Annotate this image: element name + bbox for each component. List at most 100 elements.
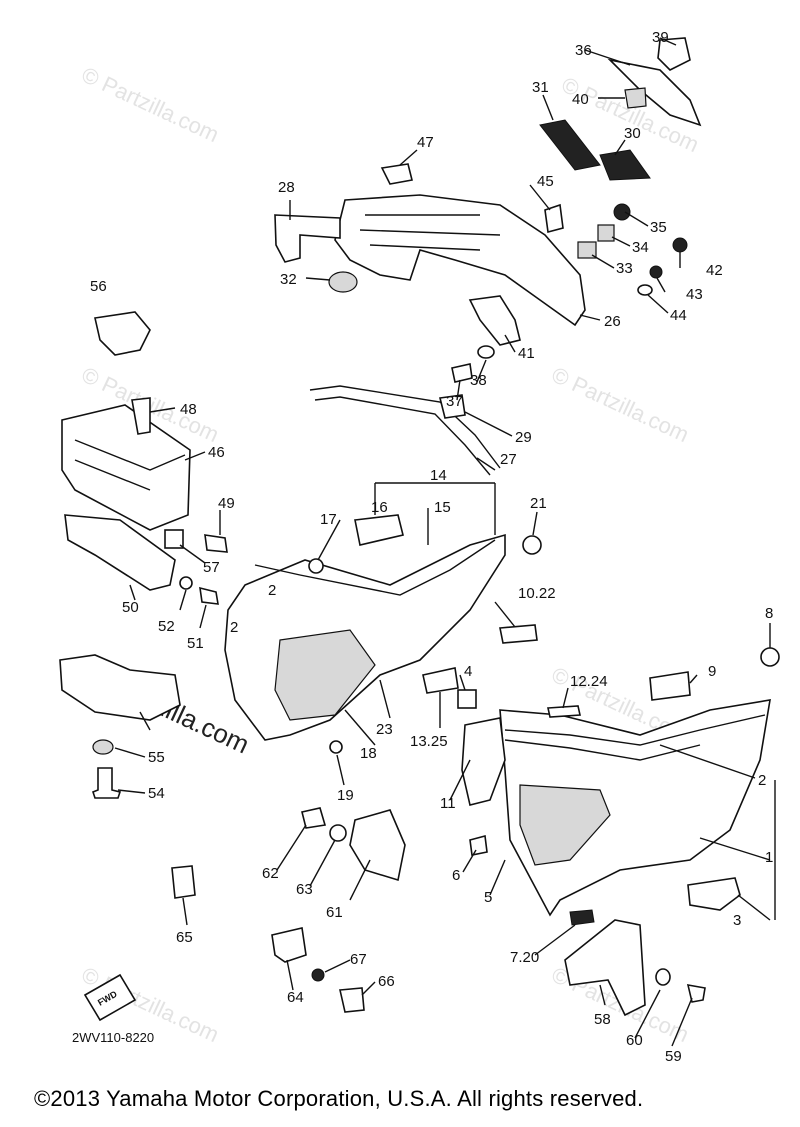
part-label-46: 46: [208, 444, 225, 461]
part-label-30: 30: [624, 125, 641, 142]
bolt-62-shape: [301, 807, 327, 829]
part-29-shape: [439, 394, 466, 419]
stay-27-shape: [309, 385, 501, 476]
bolt-51-shape: [199, 586, 219, 605]
part-label-8: 8: [765, 605, 773, 622]
part-label-4: 4: [464, 663, 472, 680]
bolt-42-shape: [672, 237, 688, 253]
part-label-38: 38: [470, 372, 487, 389]
part-label-52: 52: [158, 618, 175, 635]
box-46-lines: [74, 439, 186, 491]
part-label-19: 19: [337, 787, 354, 804]
spring-43-shape: [649, 265, 663, 279]
part-label-47: 47: [417, 134, 434, 151]
emblem-13-shape: [422, 667, 459, 694]
part-label-59: 59: [665, 1048, 682, 1065]
left-side-cover-shape: [224, 533, 506, 741]
part-label-43: 43: [686, 286, 703, 303]
panel-insert-shape: [274, 629, 376, 721]
part-label-31: 31: [532, 79, 549, 96]
part-label-9: 9: [708, 663, 716, 680]
part-label-12-24: 12.24: [570, 673, 608, 690]
part-label-51: 51: [187, 635, 204, 652]
bolt-59-shape: [686, 984, 706, 1003]
part-label-6: 6: [452, 867, 460, 884]
part-label-21: 21: [530, 495, 547, 512]
part-label-16: 16: [371, 499, 388, 516]
part-40-shape: [624, 87, 647, 109]
part-label-61: 61: [326, 904, 343, 921]
diagram-code: 2WV110-8220: [72, 1030, 155, 1045]
part-label-11: 11: [440, 795, 456, 812]
part-label-7-20: 7.20: [510, 949, 539, 966]
part-label-42: 42: [706, 262, 723, 279]
part-label-33: 33: [616, 260, 633, 277]
part-label-62: 62: [262, 865, 279, 882]
nut-55-shape: [92, 739, 114, 755]
screw-19-shape: [329, 740, 343, 754]
part-label-10-22: 10.22: [518, 585, 556, 602]
grommet-8-shape: [760, 647, 780, 667]
fwd-arrow-icon: [83, 973, 137, 1022]
right-cover-trim: [504, 714, 766, 761]
emblem-12-shape: [547, 705, 581, 718]
bolt-37-shape: [451, 363, 473, 383]
part-label-32: 32: [280, 271, 297, 288]
part-label-66: 66: [378, 973, 395, 990]
part-label-58: 58: [594, 1011, 611, 1028]
part-label-34: 34: [632, 239, 649, 256]
grommet-32-shape: [328, 271, 358, 293]
part-label-67: 67: [350, 951, 367, 968]
bolt-66-shape: [339, 987, 365, 1013]
bracket-41-shape: [468, 295, 521, 346]
bolt-54-shape: [92, 767, 122, 799]
right-panel-insert: [519, 784, 611, 866]
stay-27-fill: [319, 388, 498, 472]
part-label-48: 48: [180, 401, 197, 418]
grab-bar-shape: [274, 214, 341, 263]
emblem-16-shape: [354, 514, 404, 546]
rail-31-shape: [539, 119, 601, 171]
part-label-56: 56: [90, 278, 107, 295]
emblem-10-shape: [499, 624, 538, 644]
part-label-54: 54: [148, 785, 165, 802]
part-label-3: 3: [733, 912, 741, 929]
grommet-21-shape: [522, 535, 542, 555]
part-label-29: 29: [515, 429, 532, 446]
washer-44-shape: [637, 284, 653, 296]
washer-52-shape: [179, 576, 193, 590]
clip-65-shape: [171, 865, 196, 899]
part-label-2: 2: [268, 582, 276, 599]
bracket-58-shape: [564, 919, 646, 1017]
part-label-18: 18: [360, 745, 377, 762]
clip-7-shape: [569, 909, 595, 926]
emblem-3-shape: [687, 877, 741, 911]
copyright-footer: ©2013 Yamaha Motor Corporation, U.S.A. A…: [34, 1086, 644, 1111]
washer-60-shape: [655, 968, 671, 986]
knob-35-shape: [613, 203, 631, 221]
part-34-shape: [597, 224, 615, 242]
part-label-13-25: 13.25: [410, 733, 448, 750]
bracket-11-shape: [461, 717, 506, 806]
part-label-60: 60: [626, 1032, 643, 1049]
part-label-37: 37: [446, 393, 463, 410]
clip-47-shape: [380, 163, 413, 185]
leader-lines: [114, 37, 776, 1047]
part-label-2: 2: [230, 619, 238, 636]
part-33-shape: [577, 241, 597, 259]
part-label-49: 49: [218, 495, 235, 512]
watermark: © Partzilla.com: [548, 362, 693, 447]
part-39-shape: [657, 37, 691, 71]
part-label-44: 44: [670, 307, 687, 324]
bracket-50-shape: [64, 514, 176, 591]
parts-artwork: [59, 37, 780, 1022]
part-label-23: 23: [376, 721, 393, 738]
part-label-15: 15: [434, 499, 451, 516]
seat-cowl-shape: [334, 194, 586, 327]
part-label-14: 14: [430, 467, 447, 484]
part-label-41: 41: [518, 345, 535, 362]
screw-6-shape: [469, 834, 488, 856]
part-label-45: 45: [537, 173, 554, 190]
